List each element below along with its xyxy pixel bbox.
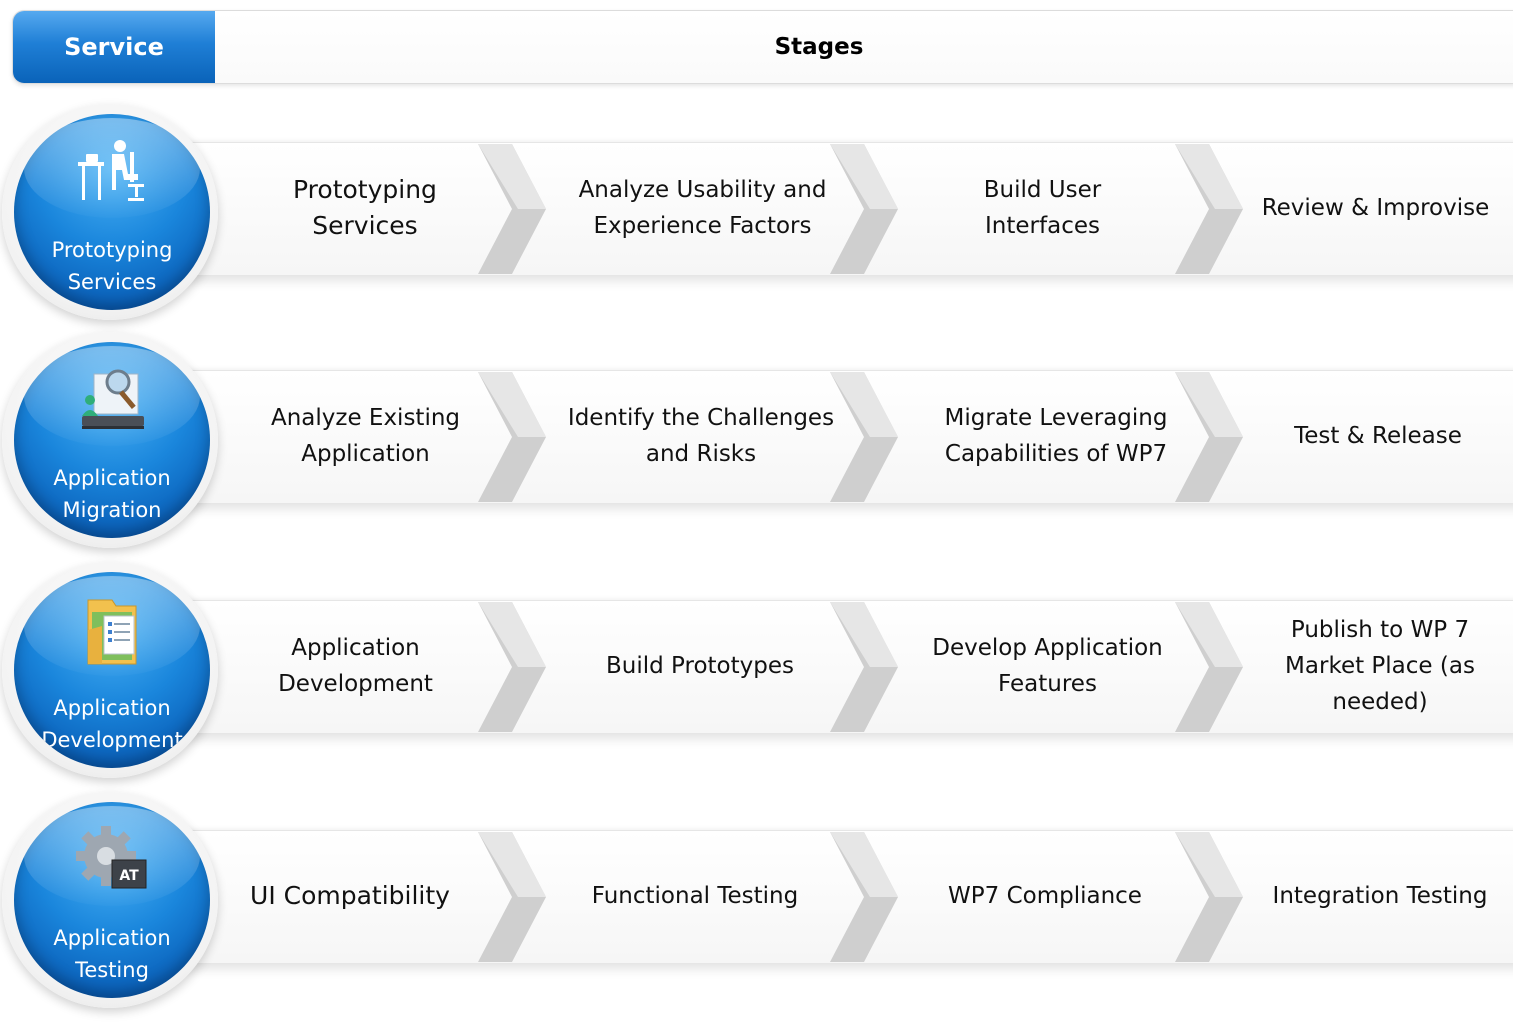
row-bar	[150, 370, 1513, 504]
chevron-right-icon	[1175, 602, 1243, 732]
documents-folder-icon	[87, 599, 137, 665]
table-header: Service Stages	[12, 10, 1513, 84]
chevron-right-icon	[478, 144, 546, 274]
row-bar	[150, 600, 1513, 734]
chevron-right-icon	[478, 602, 546, 732]
service-row-testing: AT Application Testing UI Compatibility …	[0, 792, 1513, 1022]
service-circle: Application Development	[14, 572, 210, 768]
stage-4: Test & Release	[1294, 423, 1462, 449]
service-row-development: Application Development Application Deve…	[0, 562, 1513, 792]
service-row-migration: Application Migration Analyze Existing A…	[0, 332, 1513, 562]
stage-2: Identify the Challenges and Risks	[567, 405, 835, 467]
row-bar	[150, 830, 1513, 964]
service-badge: Prototyping Services	[2, 104, 218, 320]
service-label: Application Migration	[14, 462, 210, 526]
stage-4: Review & Improvise	[1261, 195, 1490, 221]
stage-1: Application Development	[278, 635, 433, 697]
stage-3: Build User Interfaces	[983, 177, 1102, 239]
chevron-right-icon	[830, 144, 898, 274]
chevron-right-icon	[1175, 144, 1243, 274]
stage-3: Migrate Leveraging Capabilities of WP7	[944, 405, 1168, 467]
chevron-right-icon	[1175, 832, 1243, 962]
service-badge: Application Development	[2, 562, 218, 778]
service-label-text: Prototyping Services	[51, 238, 173, 294]
service-circle: Prototyping Services	[14, 114, 210, 310]
stage-1: Analyze Existing Application	[270, 405, 461, 467]
stage-3: WP7 Compliance	[948, 883, 1142, 909]
stage-3: Develop Application Features	[932, 635, 1163, 697]
header-service-label: Service	[13, 11, 215, 83]
service-label-text: Application Development	[41, 696, 183, 752]
service-label-text: Application Migration	[53, 466, 171, 522]
service-badge: Application Migration	[2, 332, 218, 548]
service-circle: AT Application Testing	[14, 802, 210, 998]
stage-2: Functional Testing	[591, 883, 799, 909]
row-bar	[150, 142, 1513, 276]
gear-at-icon: AT	[76, 826, 147, 889]
chevron-right-icon	[830, 372, 898, 502]
chevron-right-icon	[830, 602, 898, 732]
service-row-prototyping: Prototyping Services Prototyping Service…	[0, 104, 1513, 334]
chevron-right-icon	[830, 832, 898, 962]
service-circle: Application Migration	[14, 342, 210, 538]
magnifier-server-icon	[82, 369, 144, 429]
stage-4: Publish to WP 7 Market Place (as needed)	[1285, 617, 1475, 715]
header-stages-label: Stages	[215, 11, 1513, 83]
stage-2: Build Prototypes	[606, 653, 794, 679]
stage-4: Integration Testing	[1272, 883, 1488, 909]
service-badge: AT Application Testing	[2, 792, 218, 1008]
service-label-text: Application Testing	[53, 926, 171, 982]
service-label: Application Development	[14, 692, 210, 756]
stage-1: UI Compatibility	[250, 881, 450, 910]
chevron-right-icon	[1175, 372, 1243, 502]
service-label: Application Testing	[14, 922, 210, 986]
stage-1: Prototyping Services	[293, 175, 437, 240]
service-label: Prototyping Services	[14, 234, 210, 298]
person-at-desk-icon	[78, 140, 144, 201]
chevron-right-icon	[478, 372, 546, 502]
svg-text:AT: AT	[119, 868, 139, 884]
chevron-right-icon	[478, 832, 546, 962]
stage-2: Analyze Usability and Experience Factors	[578, 177, 827, 239]
